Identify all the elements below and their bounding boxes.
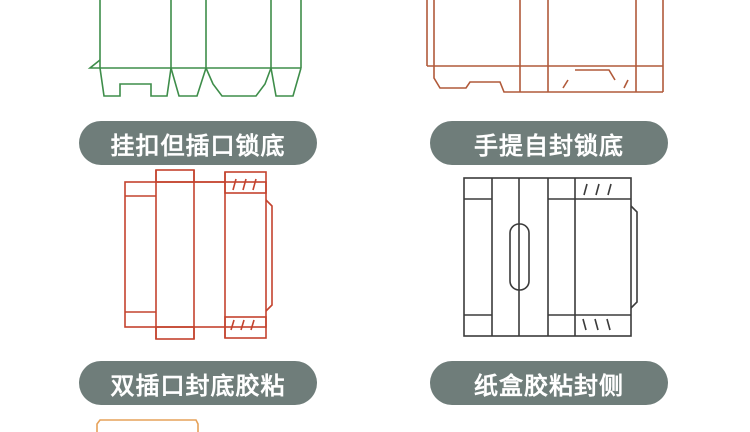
label-pill-hanger-lock-bottom: 挂扣但插口锁底 (79, 121, 317, 165)
label-pill-handle-self-lock: 手提自封锁底 (430, 121, 668, 165)
label-pill-glued-side-box: 纸盒胶粘封侧 (430, 361, 668, 405)
label-text: 双插口封底胶粘 (110, 371, 286, 400)
label-pill-double-tuck-glued: 双插口封底胶粘 (79, 361, 317, 405)
label-text: 纸盒胶粘封侧 (474, 371, 624, 400)
label-text: 手提自封锁底 (474, 131, 624, 160)
label-text: 挂扣但插口锁底 (110, 131, 286, 160)
